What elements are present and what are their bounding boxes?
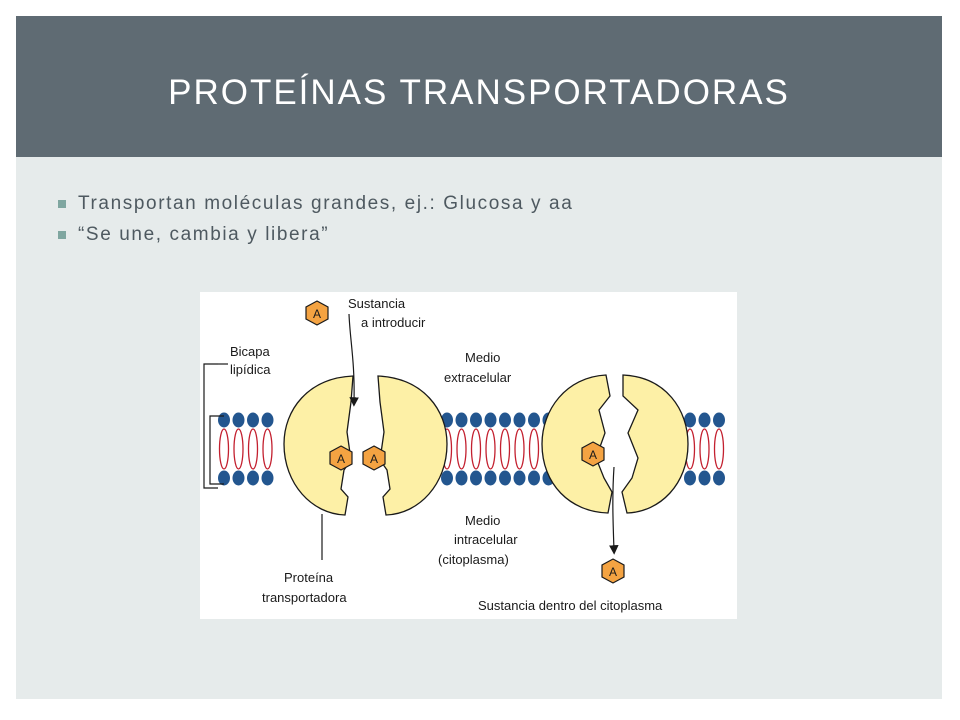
lipid-head — [513, 412, 526, 428]
label-lipidica: lipídica — [230, 362, 271, 377]
lipid-tail — [485, 428, 496, 470]
lipid-head — [484, 470, 497, 486]
molecule-bound-right: A — [362, 445, 386, 471]
label-sustancia: Sustancia — [348, 296, 406, 311]
molecule-letter: A — [313, 307, 321, 321]
carrier-protein-diagram: A A A A A Sustancia a introducir Bicapa … — [200, 292, 737, 619]
diagram-svg: A A A A A Sustancia a introducir Bicapa … — [203, 296, 725, 613]
lipid-tail — [514, 428, 525, 470]
lipid-head — [698, 412, 711, 428]
lipid-head — [684, 412, 696, 428]
lipid-tail — [699, 428, 710, 470]
square-bullet-icon — [58, 230, 66, 239]
lipid-head — [218, 412, 230, 428]
lipid-head — [455, 412, 468, 428]
lipid-head — [713, 412, 725, 428]
lipid-head — [261, 470, 274, 486]
lipid-tail — [470, 428, 482, 470]
label-sustancia-dentro: Sustancia dentro del citoplasma — [478, 598, 663, 613]
lipid-head — [713, 470, 725, 486]
lipid-head — [470, 412, 482, 428]
lipid-bilayer — [218, 412, 725, 486]
label-medio-extra: Medio — [465, 350, 500, 365]
lipid-tail — [499, 428, 511, 470]
label-proteina: Proteína — [284, 570, 334, 585]
lipid-head — [247, 412, 259, 428]
title-bar: PROTEÍNAS TRANSPORTADORAS — [16, 16, 942, 157]
lipid-head — [499, 470, 511, 486]
carrier-protein-open-outside — [283, 375, 448, 516]
lipid-tail — [233, 428, 244, 470]
bullet-text: Transportan moléculas grandes, ej.: Gluc… — [78, 192, 574, 214]
label-citoplasma: (citoplasma) — [438, 552, 509, 567]
lipid-head — [247, 470, 259, 486]
label-transportadora: transportadora — [262, 590, 347, 605]
lipid-tail — [456, 428, 467, 470]
molecule-letter: A — [370, 452, 378, 466]
lipid-head — [455, 470, 468, 486]
exit-arrow — [609, 466, 619, 555]
lipid-head — [528, 470, 540, 486]
lipid-head — [513, 470, 526, 486]
label-a-introducir: a introducir — [361, 315, 426, 330]
bilayer-bracket — [203, 363, 228, 489]
entry-arrow — [348, 313, 359, 407]
bullet-text: “Se une, cambia y libera” — [78, 223, 330, 245]
molecule-letter: A — [337, 452, 345, 466]
molecule-bound-left: A — [329, 445, 353, 471]
lipid-head — [484, 412, 497, 428]
lipid-tail — [713, 428, 725, 470]
lipid-tail — [218, 428, 230, 470]
label-bicapa: Bicapa — [230, 344, 271, 359]
molecule-outside: A — [305, 300, 329, 326]
square-bullet-icon — [58, 199, 66, 208]
molecule-released: A — [601, 558, 625, 584]
molecule-letter: A — [589, 448, 597, 462]
lipid-head — [232, 412, 245, 428]
bullet-item: “Se une, cambia y libera” — [58, 219, 573, 250]
bullet-list: Transportan moléculas grandes, ej.: Gluc… — [58, 188, 573, 250]
label-intracelular: intracelular — [454, 532, 518, 547]
molecule-in-channel: A — [581, 441, 605, 467]
lipid-head — [528, 412, 540, 428]
lipid-head — [218, 470, 230, 486]
lipid-head — [441, 470, 453, 486]
lipid-head — [698, 470, 711, 486]
lipid-tail — [247, 428, 259, 470]
lipid-tail — [528, 428, 540, 470]
molecule-letter: A — [609, 565, 617, 579]
lipid-head — [684, 470, 696, 486]
label-extracelular: extracelular — [444, 370, 512, 385]
lipid-tail — [262, 428, 273, 470]
carrier-protein-open-inside — [541, 374, 689, 514]
lipid-head — [470, 470, 482, 486]
lipid-head — [261, 412, 274, 428]
lipid-head — [232, 470, 245, 486]
slide-title: PROTEÍNAS TRANSPORTADORAS — [168, 72, 790, 112]
bullet-item: Transportan moléculas grandes, ej.: Gluc… — [58, 188, 573, 219]
label-medio-intra: Medio — [465, 513, 500, 528]
lipid-head — [499, 412, 511, 428]
